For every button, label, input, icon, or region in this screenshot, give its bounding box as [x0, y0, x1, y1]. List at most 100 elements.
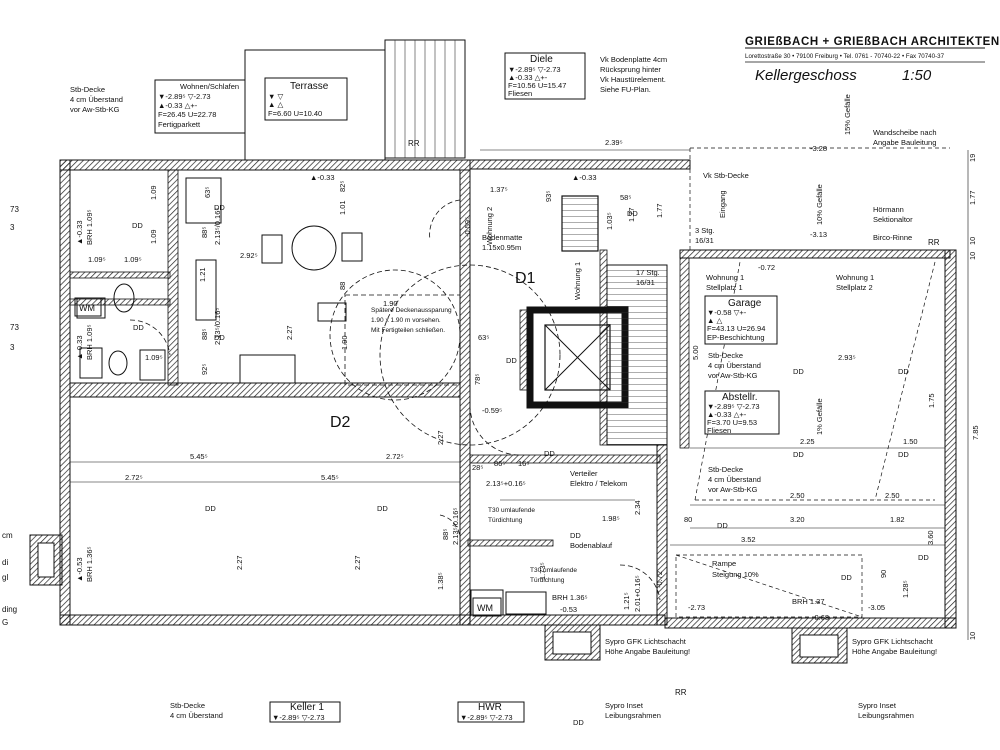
- dd-7: DD: [205, 504, 216, 513]
- t30-2b: Türdichtung: [530, 577, 565, 584]
- dim-019: 19: [968, 154, 977, 162]
- hoermann-1: Hörmann: [873, 205, 904, 214]
- margin-4: 3: [10, 343, 15, 352]
- eingang-label: Eingang: [718, 190, 727, 218]
- room-abstellr-line3: F=3.70 U=9.53: [707, 418, 757, 427]
- room-wohnen-name: Wohnen/Schlafen: [180, 82, 239, 91]
- lv-m068: -0.68: [812, 613, 829, 622]
- dim-227a: 2.27: [285, 325, 294, 340]
- firm-name: GRIEßBACH + GRIEßBACH ARCHITEKTEN: [745, 36, 1000, 48]
- dim-177a: 1.77: [655, 203, 664, 218]
- lv-m072: -0.72: [758, 263, 775, 272]
- gefaelle-1: 1% Gefälle: [815, 398, 824, 435]
- dim-103: 1.03⁵: [605, 212, 614, 230]
- dim-293: 2.93⁵: [838, 353, 856, 362]
- dim-109b: 1.09: [149, 229, 158, 244]
- vk-stb-decke: Vk Stb-Decke: [703, 171, 749, 180]
- dd-10: DD: [570, 531, 581, 540]
- dim-272a: 2.72⁵: [386, 452, 404, 461]
- room-hwr-name: HWR: [478, 702, 502, 713]
- aussparung-2: 1.90 x 1.90 m vorsehen.: [371, 317, 441, 324]
- lv-m033b: ▲-0.33: [75, 335, 84, 360]
- lv-m033c: ▲-0.33: [310, 173, 335, 182]
- staircase: [606, 264, 668, 446]
- dim-320: 3.20: [790, 515, 805, 524]
- label-d2: D2: [330, 414, 351, 431]
- room-abstellr-line4: Fliesen: [707, 426, 731, 435]
- stb-decke-mid-3: vor Aw-Stb-KG: [708, 371, 758, 380]
- dim-063b: 63⁵: [478, 333, 489, 342]
- lichtschacht-2b: Höhe Angabe Bauleitung!: [852, 647, 937, 656]
- room-diele-line2: ▲-0.33 △+-: [508, 73, 548, 82]
- brh-left2: BRH 1.09⁵: [85, 324, 94, 360]
- brh-bottom: BRH 1.36⁵: [552, 593, 588, 602]
- room-garage-line4: EP-Beschichtung: [707, 333, 765, 342]
- margin-9: ding: [2, 605, 17, 614]
- dd-13: DD: [793, 450, 804, 459]
- dim-080: 80: [684, 515, 692, 524]
- dim-093: 93⁵: [544, 191, 553, 202]
- wohnung1-stellplatz2-a: Wohnung 1: [836, 273, 874, 282]
- hoermann-2: Sektionaltor: [873, 215, 913, 224]
- wohnung1-stellplatz1-a: Wohnung 1: [706, 273, 744, 282]
- t30-1b: Türdichtung: [488, 517, 523, 524]
- room-hwr-line1: ▼-2.89⁵ ▽-2.73: [460, 713, 513, 722]
- lv-m033a: ▲-0.33: [75, 220, 84, 245]
- dim-227d: 2.27: [353, 555, 362, 570]
- lichtschacht-2a: Sypro GFK Lichtschacht: [852, 637, 934, 646]
- dim-227b: 2.27: [436, 430, 445, 445]
- dim-227c: 2.27: [235, 555, 244, 570]
- dim-225: 2.25: [800, 437, 815, 446]
- dim-090: 90: [879, 570, 888, 578]
- stg17-a: 17 Stg.: [636, 268, 660, 277]
- dd-16: DD: [841, 573, 852, 582]
- stg17-b: 16/31: [636, 278, 655, 287]
- dim-088b: 88⁵: [200, 329, 209, 340]
- dim-063a: 63⁵: [203, 187, 212, 198]
- dim-201: 2.01+0.16⁵: [633, 575, 642, 612]
- dim-092: 92⁵: [200, 364, 209, 375]
- margin-8: G: [2, 618, 8, 627]
- dim-785: 7.85: [971, 425, 980, 440]
- stb-decke-lower-2: 4 cm Überstand: [708, 475, 761, 484]
- room-terrasse-line2: ▲ △: [268, 100, 285, 109]
- stb-decke-left-3: vor Aw-Stb-KG: [70, 105, 120, 114]
- firm-address: Lorettostraße 30 • 79100 Freiburg • Tel.…: [745, 53, 945, 60]
- dim-010a: 10: [968, 237, 977, 245]
- lichtschacht-1a: Sypro GFK Lichtschacht: [605, 637, 687, 646]
- dim-173: 1.73⁵: [538, 562, 547, 580]
- lv-m033d: ▲-0.33: [572, 173, 597, 182]
- dim-545b: 5.45⁵: [321, 473, 339, 482]
- label-rr2: RR: [928, 238, 940, 247]
- brh-left1: BRH 1.09⁵: [85, 209, 94, 245]
- room-garage-line3: F=43.13 U=26.94: [707, 324, 765, 333]
- dd-3: DD: [214, 333, 225, 342]
- verteiler-2: Elektro / Telekom: [570, 479, 627, 488]
- dd-4: DD: [133, 323, 144, 332]
- label-wm2: WM: [477, 603, 493, 613]
- dd-5: DD: [506, 356, 517, 365]
- room-diele-line3: F=10.56 U=15.47: [508, 81, 566, 90]
- wohnung1-stellplatz1-b: Stellplatz 1: [706, 283, 743, 292]
- dim-109d: 1.09⁵: [124, 255, 142, 264]
- t30-1a: T30 umlaufende: [488, 507, 535, 514]
- room-diele-name: Diele: [530, 54, 553, 65]
- dd-14: DD: [898, 450, 909, 459]
- inner-walls: [69, 169, 690, 547]
- room-abstellr-line2: ▲-0.33 △+-: [707, 410, 747, 419]
- gefaelle-10: 10% Gefälle: [815, 184, 824, 225]
- stg3-b: 16/31: [695, 236, 714, 245]
- rampe-1: Rampe: [712, 559, 736, 568]
- room-terrasse-name: Terrasse: [290, 81, 329, 92]
- room-wohnen-line3: F=26.45 U=22.78: [158, 110, 216, 119]
- dim-213a: 2.13⁵/0.16⁵: [213, 208, 222, 246]
- stb-decke-bottom-1: Stb-Decke: [170, 701, 205, 710]
- gefaelle-15: 15% Gefälle: [843, 94, 852, 135]
- room-diele-line1: ▼-2.89⁵ ▽-2.73: [508, 65, 561, 74]
- t30-2a: T30 umlaufende: [530, 567, 577, 574]
- dd-11: DD: [793, 367, 804, 376]
- room-wohnen-line2: ▲-0.33 △+-: [158, 101, 198, 110]
- room-info-boxes: [154, 52, 780, 723]
- dim-190b: 1.90: [340, 335, 349, 350]
- dim-250b: 2.50: [885, 491, 900, 500]
